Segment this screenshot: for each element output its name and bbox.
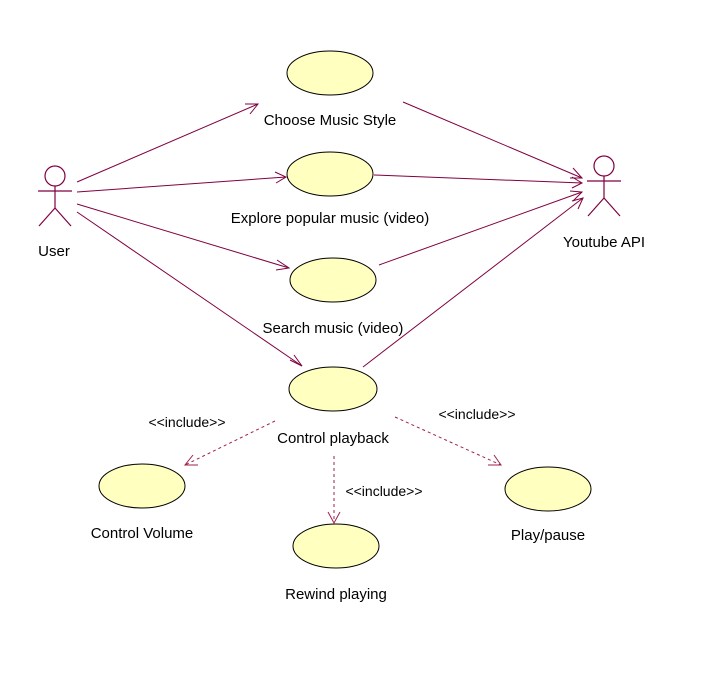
usecase-search-music[interactable]: Search music (video) [263, 257, 404, 337]
stereotype-include-volume: <<include>> [148, 414, 225, 430]
assoc-control-playback-api [362, 197, 584, 368]
assoc-explore-api [373, 174, 583, 184]
usecase-control-volume-label: Control Volume [91, 525, 194, 542]
arrowhead-choose-style [245, 103, 260, 115]
stereotype-include-rewind: <<include>> [345, 483, 422, 499]
assoc-search-api [378, 191, 583, 266]
actor-user[interactable]: User [38, 165, 72, 260]
assoc-user-search [76, 203, 290, 269]
arrowhead-search [275, 259, 291, 271]
usecase-control-playback-ellipse [288, 366, 378, 412]
include-volume-line [184, 420, 276, 466]
actor-user-left-leg [38, 207, 56, 227]
arrowhead-api-1 [570, 167, 584, 179]
usecase-play-pause-label: Play/pause [511, 527, 585, 544]
usecase-play-pause[interactable]: Play/pause [504, 466, 592, 544]
actor-user-head [44, 165, 66, 187]
include-rewind-arrowhead [327, 511, 341, 525]
arrowhead-api-3 [569, 190, 584, 202]
actor-youtube-api-label: Youtube API [563, 234, 645, 251]
usecase-control-playback-label: Control playback [277, 430, 389, 447]
actor-youtube-api-left-leg [587, 197, 605, 217]
actor-user-label: User [38, 243, 70, 260]
usecase-choose-music-style[interactable]: Choose Music Style [264, 50, 397, 129]
usecase-control-volume-ellipse [98, 463, 186, 509]
include-play-line [394, 416, 502, 466]
usecase-choose-music-style-label: Choose Music Style [264, 112, 397, 129]
usecase-rewind-playing-label: Rewind playing [285, 586, 387, 603]
usecase-control-playback[interactable]: Control playback [277, 366, 389, 447]
actor-user-right-leg [54, 207, 72, 227]
usecase-explore-popular-music-ellipse [286, 151, 374, 197]
actor-youtube-api-right-leg [603, 197, 621, 217]
usecase-play-pause-ellipse [504, 466, 592, 512]
arrowhead-control-playback [289, 354, 303, 367]
arrowhead-api-2 [571, 176, 584, 189]
usecase-explore-popular-music[interactable]: Explore popular music (video) [231, 151, 429, 227]
usecase-control-volume[interactable]: Control Volume [91, 463, 194, 542]
usecase-search-music-ellipse [289, 257, 377, 303]
include-play-arrowhead [488, 454, 502, 466]
usecase-choose-music-style-ellipse [286, 50, 374, 96]
assoc-user-explore [76, 176, 287, 193]
arrowhead-api-4 [571, 197, 584, 210]
usecase-explore-popular-music-label: Explore popular music (video) [231, 210, 429, 227]
assoc-choose-style-api [402, 101, 583, 179]
assoc-user-choose-style [76, 103, 259, 183]
usecase-rewind-playing-ellipse [292, 523, 380, 569]
usecase-search-music-label: Search music (video) [263, 320, 404, 337]
include-volume-arrowhead [183, 454, 198, 466]
stereotype-include-play: <<include>> [438, 406, 515, 422]
usecase-rewind-playing[interactable]: Rewind playing [285, 523, 387, 603]
arrowhead-explore [274, 171, 288, 184]
actor-youtube-api[interactable]: Youtube API [563, 155, 645, 251]
actor-youtube-api-head [593, 155, 615, 177]
assoc-user-control-playback [76, 211, 303, 367]
